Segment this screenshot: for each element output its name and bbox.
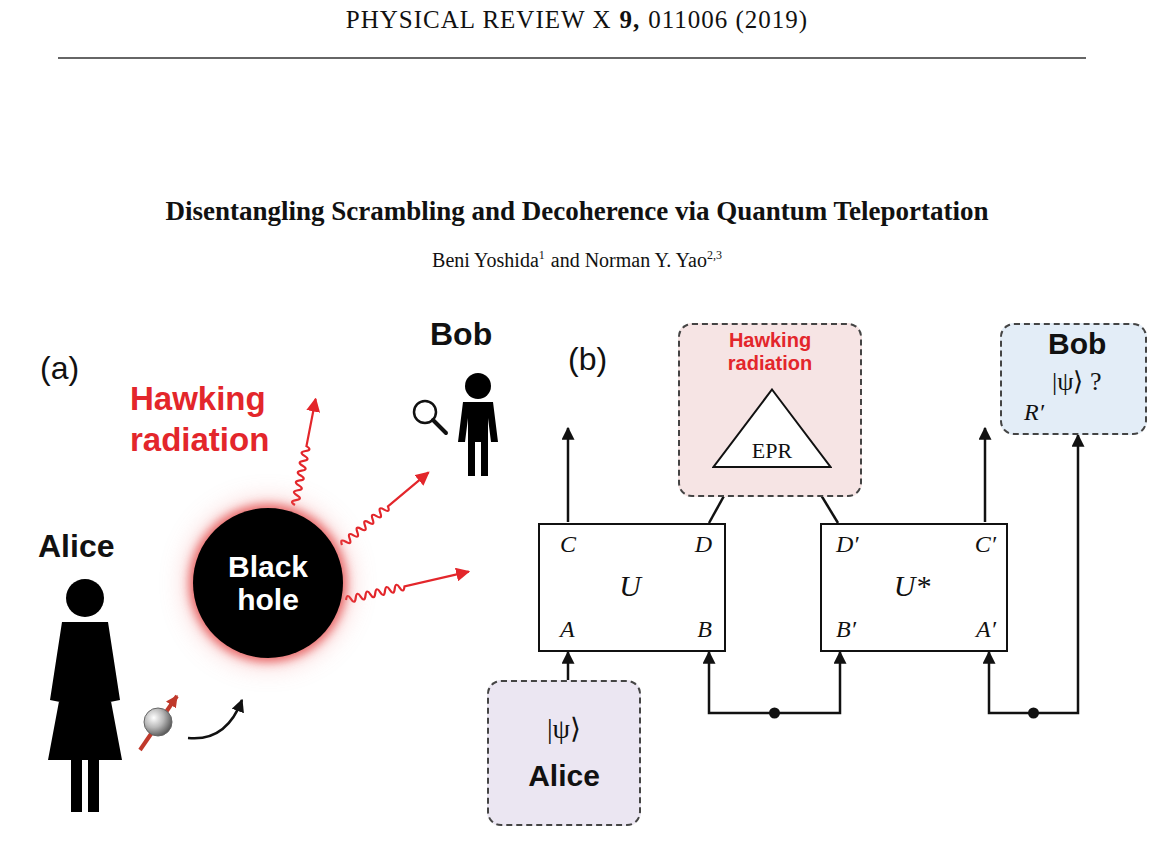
throw-arrow: [188, 700, 242, 738]
receiver-box: Bob |ψ⟩ ? R′: [1000, 323, 1147, 435]
epr-label: EPR: [712, 438, 832, 463]
affiliation-mark: 2,3: [707, 248, 722, 262]
magnifier-handle: [433, 420, 446, 433]
output-wire: [984, 428, 987, 522]
port-label: D: [695, 531, 712, 559]
affiliation-mark: 1: [539, 248, 545, 262]
unitary-box: D′ C′ U* B′ A′: [820, 523, 1008, 652]
gate-label: U: [540, 569, 720, 604]
wire-connector: [709, 652, 840, 713]
port-label: D′: [836, 531, 859, 559]
panel-letter: (b): [568, 341, 607, 378]
wavy-arrow: [292, 398, 319, 505]
radiation-ray: [292, 398, 319, 505]
wavy-arrow: [345, 568, 469, 603]
box-heading: Hawking radiation: [705, 329, 835, 375]
state-label: |ψ⟩: [547, 713, 581, 745]
register-label: R′: [1024, 399, 1044, 427]
unitary-box: C DUA B: [538, 523, 726, 652]
spin-arrow: [140, 696, 177, 750]
black-hole-circle: Black hole: [193, 508, 343, 658]
person-head: [465, 373, 491, 399]
wavy-arrow: [340, 470, 431, 548]
person-body: [458, 402, 498, 476]
state-label: |ψ⟩ ?: [1052, 367, 1102, 397]
author-name: Beni Yoshida: [432, 249, 539, 271]
header-rule: [58, 57, 1086, 59]
paper-title: Disentangling Scrambling and Decoherence…: [0, 196, 1154, 227]
port-label: A′: [976, 616, 996, 644]
person-label: Bob: [430, 316, 492, 353]
black-hole-label: Black hole: [213, 550, 323, 616]
port-label: B′: [836, 616, 856, 644]
author-name: and Norman Y. Yao: [551, 249, 707, 271]
person-label: Alice: [38, 528, 114, 565]
box-heading: Alice: [528, 759, 600, 794]
journal-name: PHYSICAL REVIEW X: [346, 6, 612, 33]
author-line: Beni Yoshida1 and Norman Y. Yao2,3: [0, 248, 1154, 272]
radiation-label: Hawking radiation: [130, 378, 300, 461]
radiation-box: Hawking radiationEPR: [678, 323, 862, 497]
port-label: C′: [975, 531, 996, 559]
radiation-ray: [340, 470, 431, 548]
particle: [144, 708, 172, 736]
sender-box: |ψ⟩ Alice: [487, 680, 641, 826]
panel-letter: (a): [40, 350, 79, 387]
person-head: [66, 579, 104, 617]
port-label: C: [560, 531, 576, 559]
box-heading: Bob: [1048, 327, 1106, 362]
volume-number: 9,: [619, 6, 640, 33]
wire-connector: [567, 652, 570, 680]
port-label: A: [560, 616, 575, 644]
output-wire: [567, 428, 570, 522]
radiation-ray: [345, 568, 469, 603]
wire-junction-dot: [769, 708, 780, 719]
wire-junction-dot: [1028, 708, 1039, 719]
epr-triangle: EPR: [712, 388, 832, 468]
person-body: [48, 622, 122, 812]
gate-label: U*: [822, 569, 1002, 604]
journal-header: PHYSICAL REVIEW X 9, 011006 (2019): [0, 6, 1154, 34]
article-number: 011006 (2019): [648, 6, 808, 33]
port-label: B: [697, 616, 712, 644]
